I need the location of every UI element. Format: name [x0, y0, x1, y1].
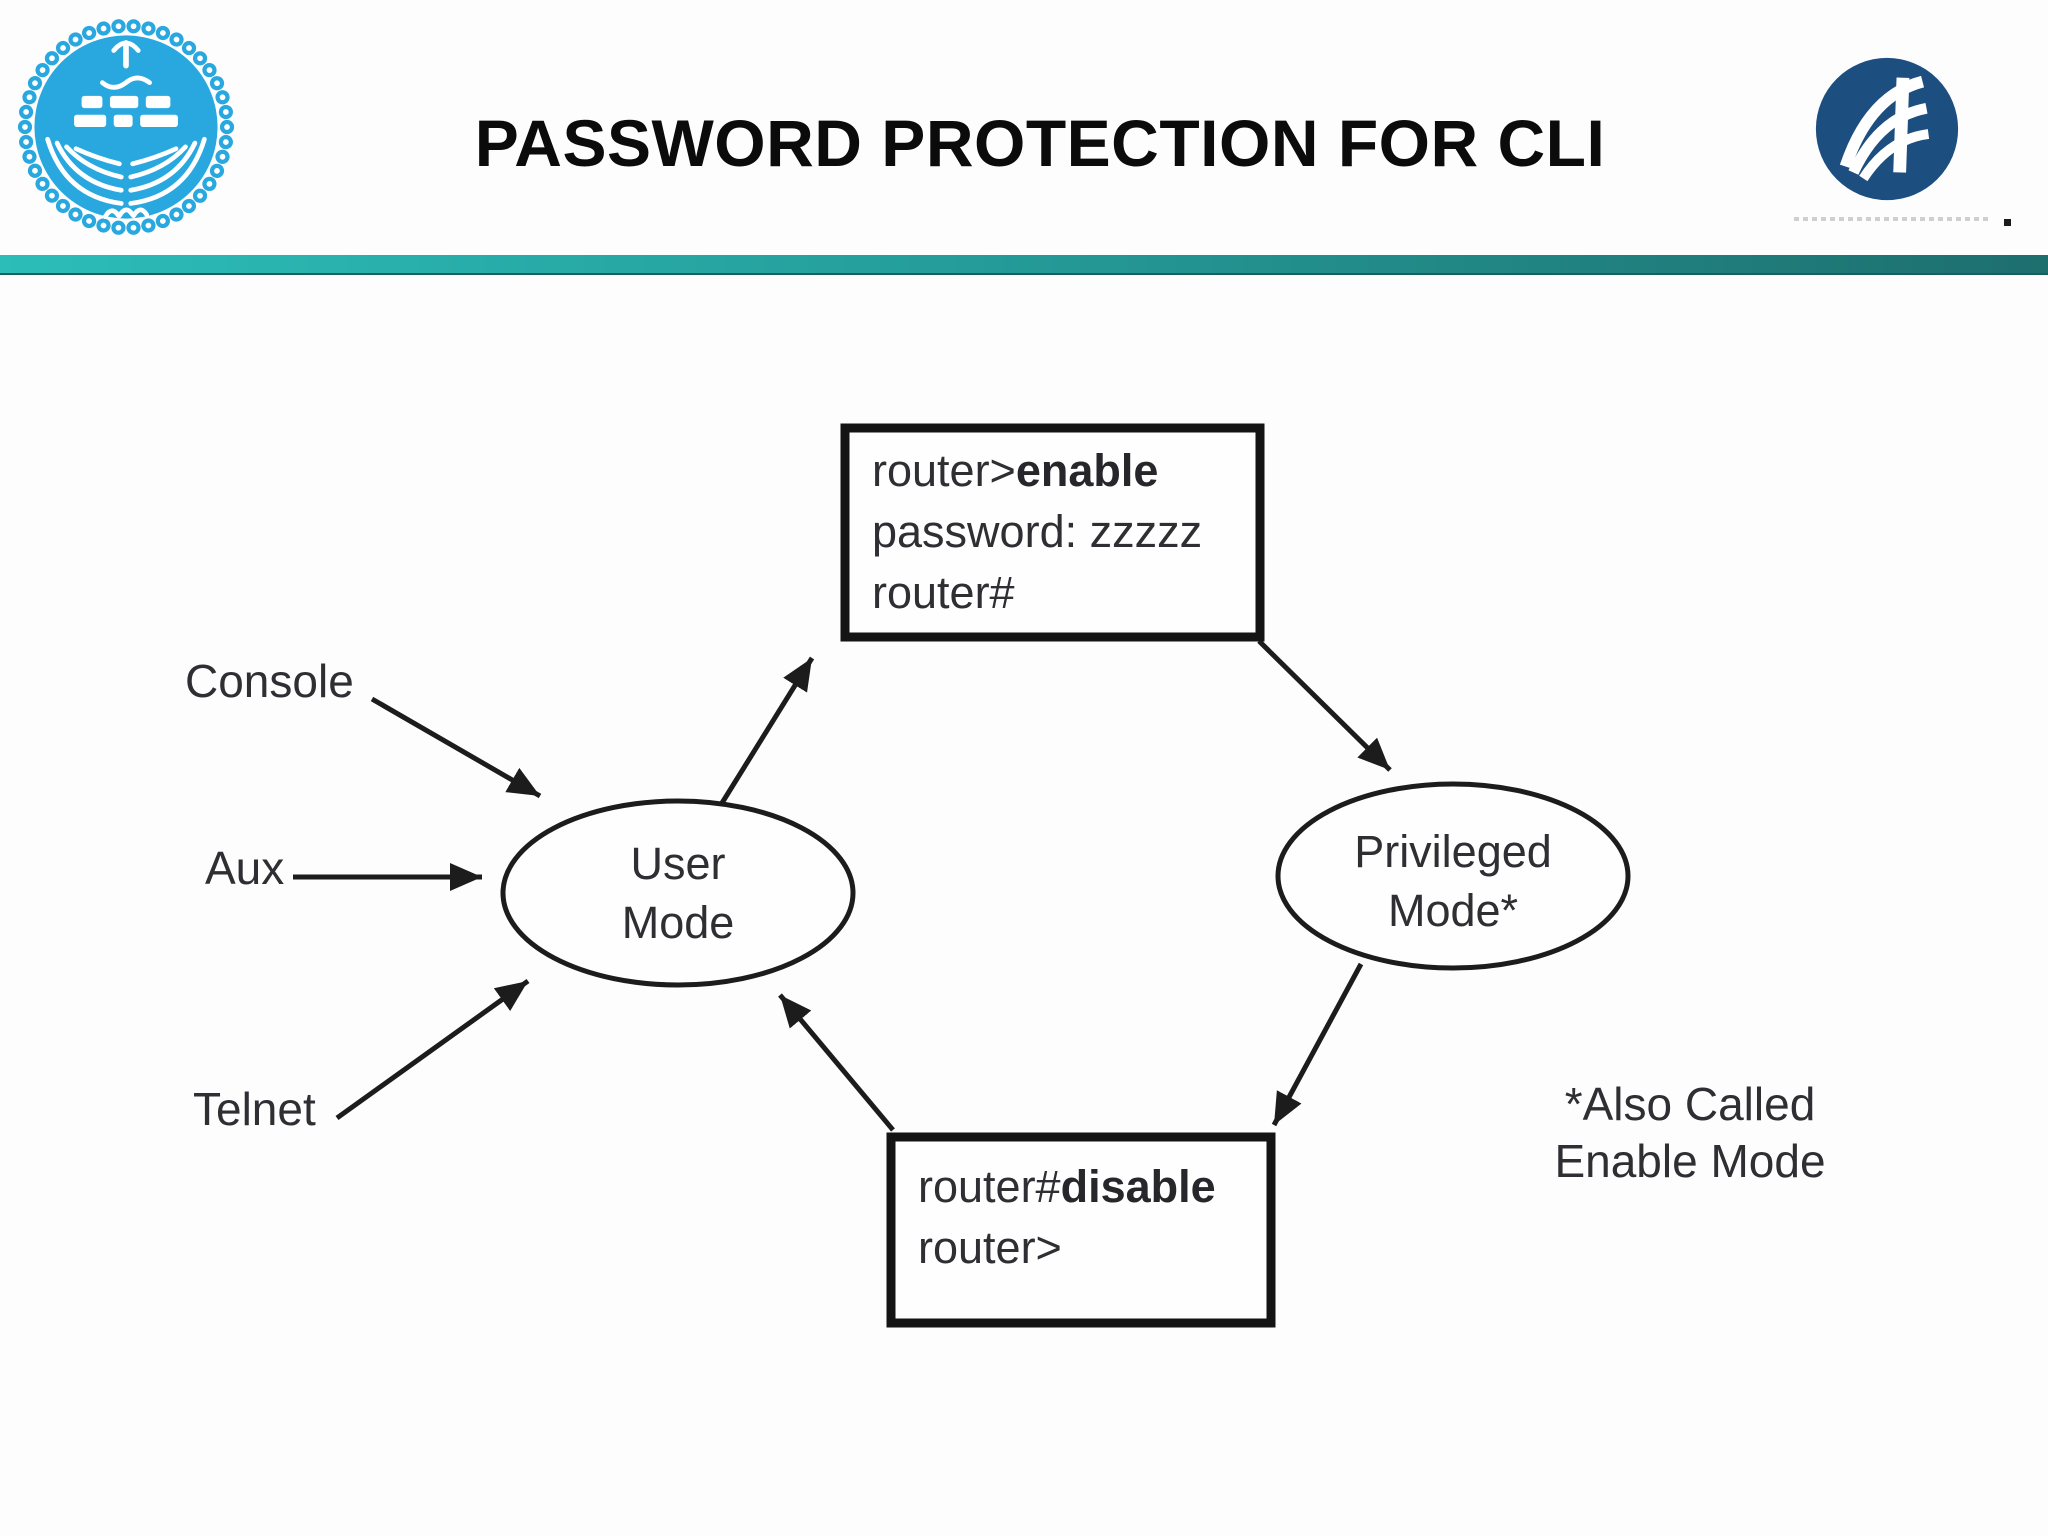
publisher-logo	[1815, 57, 1959, 201]
disable-box-line2: router>	[918, 1222, 1062, 1273]
fine-print-dot	[2004, 219, 2011, 226]
publisher-logo-spine	[1893, 77, 1910, 173]
logo-calligraphy	[100, 40, 152, 90]
privileged-mode-line1: Privileged	[1354, 826, 1552, 877]
arrow-privileged-to-disable-box	[1271, 962, 1364, 1127]
user-mode-line2: Mode	[621, 897, 735, 948]
logo-bead-ring-holes	[22, 23, 230, 231]
privileged-mode-ellipse	[1275, 781, 1631, 971]
arrow-user-to-enable-box	[719, 656, 815, 805]
disable-command-box	[886, 1132, 1276, 1328]
arrow-enable-box-to-privileged	[1257, 639, 1392, 772]
logo-right-wing	[128, 136, 207, 206]
page-title: PASSWORD PROTECTION FOR CLI	[474, 106, 1606, 180]
enable-box-line2: password: zzzzz	[872, 506, 1203, 557]
enable-box-line1: router>enable	[872, 440, 1202, 501]
footnote: *Also Called Enable Mode	[1490, 1076, 1890, 1190]
user-mode-line1: User	[630, 838, 726, 889]
privileged-mode-label: Privileged Mode*	[1253, 822, 1653, 940]
publisher-logo-stripes	[1839, 75, 1930, 182]
user-mode-label: User Mode	[478, 834, 878, 952]
footnote-line1: *Also Called	[1564, 1078, 1816, 1130]
fine-print-placeholder	[1794, 217, 1992, 221]
logo-left-wing	[45, 136, 124, 206]
access-label-aux: Aux	[205, 842, 285, 894]
enable-command-box	[840, 423, 1265, 642]
enable-box-line3: router#	[872, 567, 1015, 618]
access-label-telnet: Telnet	[193, 1083, 316, 1135]
header-divider	[0, 255, 2048, 275]
user-mode-ellipse	[500, 798, 856, 988]
arrow-telnet-to-user	[335, 978, 530, 1121]
disable-box-line1-prefix: router#	[918, 1161, 1061, 1212]
enable-box-line1-command: enable	[1015, 445, 1159, 496]
disable-box-line1: router#disable	[918, 1156, 1216, 1217]
logo-base-crown	[102, 207, 150, 220]
disable-box-line1-command: disable	[1060, 1161, 1216, 1212]
privileged-mode-line2: Mode*	[1387, 885, 1519, 936]
disable-box-text: router#disable router>	[918, 1156, 1216, 1278]
arrow-disable-box-to-user	[778, 993, 895, 1132]
footnote-line2: Enable Mode	[1554, 1135, 1826, 1187]
enable-box-text: router>enable password: zzzzz router#	[872, 440, 1202, 623]
logo-script-blocks	[74, 95, 178, 127]
enable-box-line1-prefix: router>	[872, 445, 1016, 496]
university-logo	[17, 18, 235, 236]
access-label-console: Console	[185, 655, 354, 707]
arrow-console-to-user	[370, 696, 542, 799]
